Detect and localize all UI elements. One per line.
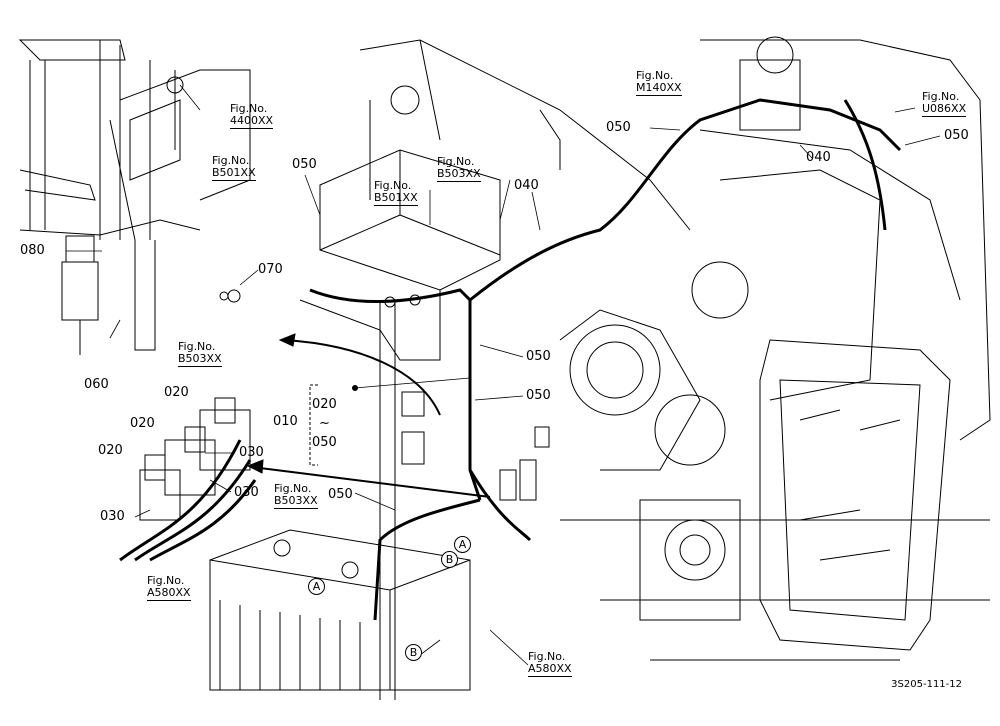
- direction-arrows: [246, 333, 491, 498]
- fasteners: [219, 289, 421, 308]
- part-050-e[interactable]: 050: [526, 388, 551, 403]
- fig-ref-b501-left[interactable]: Fig.No. B501XX: [212, 155, 256, 181]
- fig-ref-code: A580XX: [528, 662, 572, 677]
- vertical-frame: [379, 300, 396, 700]
- fig-ref-code: B503XX: [178, 352, 222, 367]
- fig-ref-a580-left[interactable]: Fig.No. A580XX: [147, 575, 191, 601]
- fig-ref-code: B503XX: [437, 167, 481, 182]
- fig-ref-label: Fig.No.: [374, 179, 412, 192]
- leader-lines: [66, 84, 941, 666]
- fig-ref-label: Fig.No.: [147, 574, 185, 587]
- fig-ref-label: Fig.No.: [178, 340, 216, 353]
- part-030-b[interactable]: 030: [234, 485, 259, 500]
- part-070[interactable]: 070: [258, 262, 283, 277]
- connector-b-1[interactable]: B: [441, 551, 458, 568]
- fig-ref-m140[interactable]: Fig.No. M140XX: [636, 70, 682, 96]
- part-050-f[interactable]: 050: [328, 487, 353, 502]
- part-010[interactable]: 010: [273, 414, 298, 429]
- fig-ref-u086[interactable]: Fig.No. U086XX: [922, 90, 967, 117]
- fig-ref-label: Fig.No.: [528, 650, 566, 663]
- fig-ref-label: Fig.No.: [636, 69, 674, 82]
- fig-ref-4400[interactable]: Fig.No. 4400XX: [230, 102, 274, 129]
- fig-ref-label: Fig.No.: [230, 102, 268, 115]
- part-060[interactable]: 060: [84, 377, 109, 392]
- fig-ref-code: B501XX: [212, 166, 256, 181]
- connector-a-2[interactable]: A: [454, 536, 471, 553]
- fig-ref-label: Fig.No.: [922, 90, 960, 103]
- part-range: 020 ~ 050: [312, 395, 337, 452]
- fig-ref-b503-lower[interactable]: Fig.No. B503XX: [274, 483, 318, 509]
- fig-ref-code: M140XX: [636, 81, 682, 96]
- fig-ref-code: B501XX: [374, 191, 418, 206]
- part-020-c[interactable]: 020: [98, 443, 123, 458]
- part-050-a[interactable]: 050: [292, 157, 317, 172]
- fig-ref-b503-top[interactable]: Fig.No. B503XX: [437, 156, 481, 182]
- center-bracket: [299, 39, 691, 361]
- part-080[interactable]: 080: [20, 243, 45, 258]
- diagram-reference-code: 3S205-111-12: [891, 679, 962, 690]
- fig-ref-a580-bottom[interactable]: Fig.No. A580XX: [528, 651, 572, 677]
- pointer-dot: [352, 385, 358, 391]
- fig-ref-code: 4400XX: [230, 114, 274, 129]
- fig-ref-code: U086XX: [922, 102, 967, 117]
- upper-left-frame: [18, 39, 251, 351]
- part-020-a[interactable]: 020: [164, 385, 189, 400]
- part-020-b[interactable]: 020: [130, 416, 155, 431]
- part-040-a[interactable]: 040: [514, 178, 539, 193]
- fig-ref-code: B503XX: [274, 494, 318, 509]
- range-from: 020: [312, 397, 337, 412]
- fig-ref-label: Fig.No.: [274, 482, 312, 495]
- part-040-b[interactable]: 040: [806, 150, 831, 165]
- part-050-d[interactable]: 050: [526, 349, 551, 364]
- part-050-c[interactable]: 050: [944, 128, 969, 143]
- range-separator: ~: [318, 416, 330, 431]
- fig-ref-label: Fig.No.: [437, 155, 475, 168]
- fig-ref-code: A580XX: [147, 586, 191, 601]
- fig-ref-label: Fig.No.: [212, 154, 250, 167]
- relay-and-fuses: [61, 235, 550, 521]
- part-050-b[interactable]: 050: [606, 120, 631, 135]
- range-bracket: [309, 384, 318, 466]
- part-030-a[interactable]: 030: [239, 445, 264, 460]
- connector-b-2[interactable]: B: [405, 644, 422, 661]
- fig-ref-b503-left[interactable]: Fig.No. B503XX: [178, 341, 222, 367]
- battery: [209, 529, 471, 691]
- connector-a-1[interactable]: A: [308, 578, 325, 595]
- part-030-c[interactable]: 030: [100, 509, 125, 524]
- fig-ref-b501-mid[interactable]: Fig.No. B501XX: [374, 180, 418, 206]
- range-to: 050: [312, 435, 337, 450]
